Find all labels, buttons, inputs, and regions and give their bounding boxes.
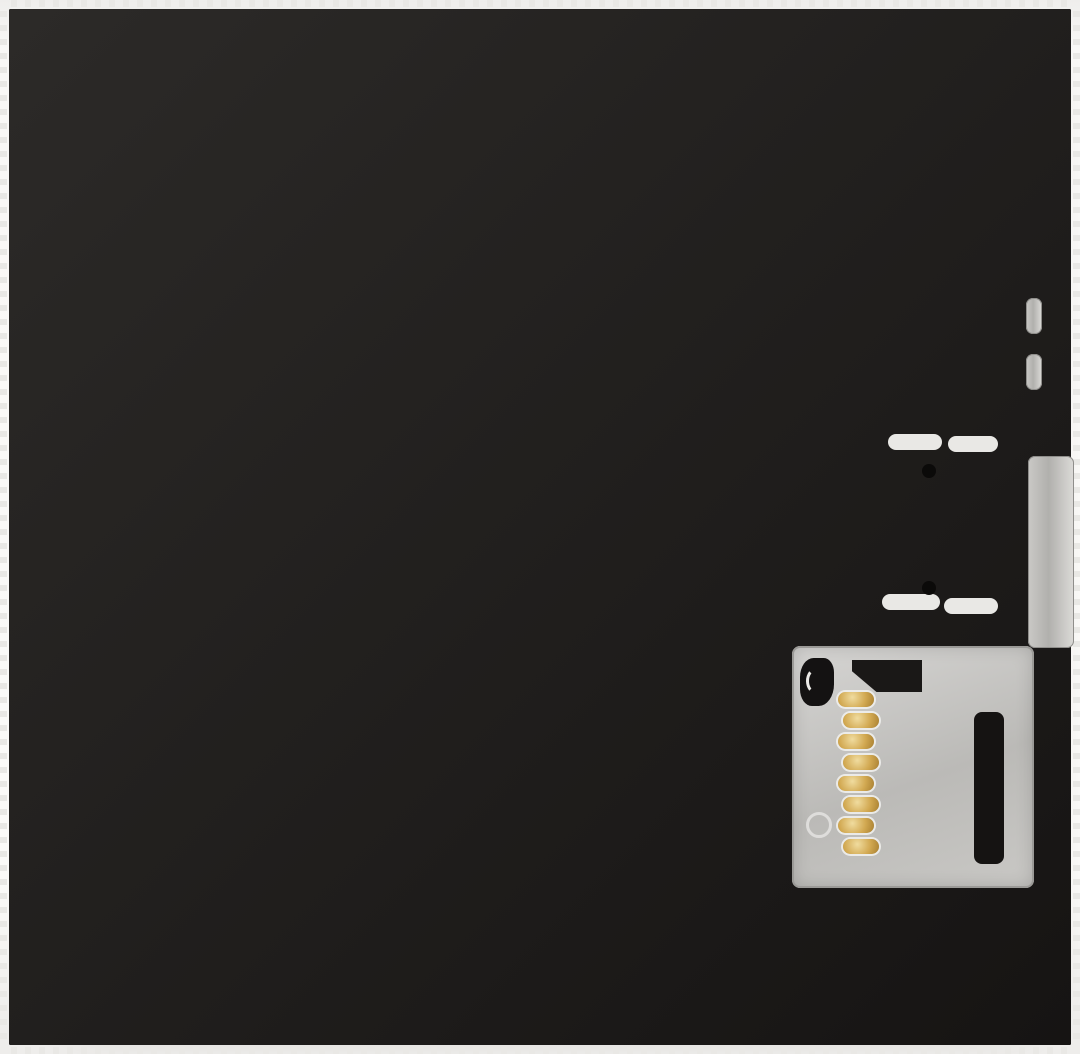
sd-contact <box>843 839 879 854</box>
sd-contact <box>843 755 879 770</box>
sd-contact <box>843 713 879 728</box>
shield-pad <box>948 436 998 452</box>
connector-tab <box>1026 298 1042 334</box>
shield-pad <box>888 434 942 450</box>
microsd-slot <box>792 646 1034 888</box>
via-hole <box>922 464 936 478</box>
shield-pad <box>882 594 940 610</box>
sd-contact <box>838 692 874 707</box>
sd-notch <box>852 660 922 692</box>
shield-pad <box>944 598 998 614</box>
via-hole <box>922 581 936 595</box>
usb-connector-right <box>1028 456 1074 648</box>
sd-contact <box>838 818 874 833</box>
sd-contact <box>838 776 874 791</box>
sd-contact <box>838 734 874 749</box>
sd-card-opening <box>974 712 1004 864</box>
sd-contact-column <box>838 692 879 854</box>
sd-spring-wire <box>806 668 826 694</box>
connector-tab <box>1026 354 1042 390</box>
sd-engraved-circle <box>806 812 832 838</box>
sd-contact <box>843 797 879 812</box>
